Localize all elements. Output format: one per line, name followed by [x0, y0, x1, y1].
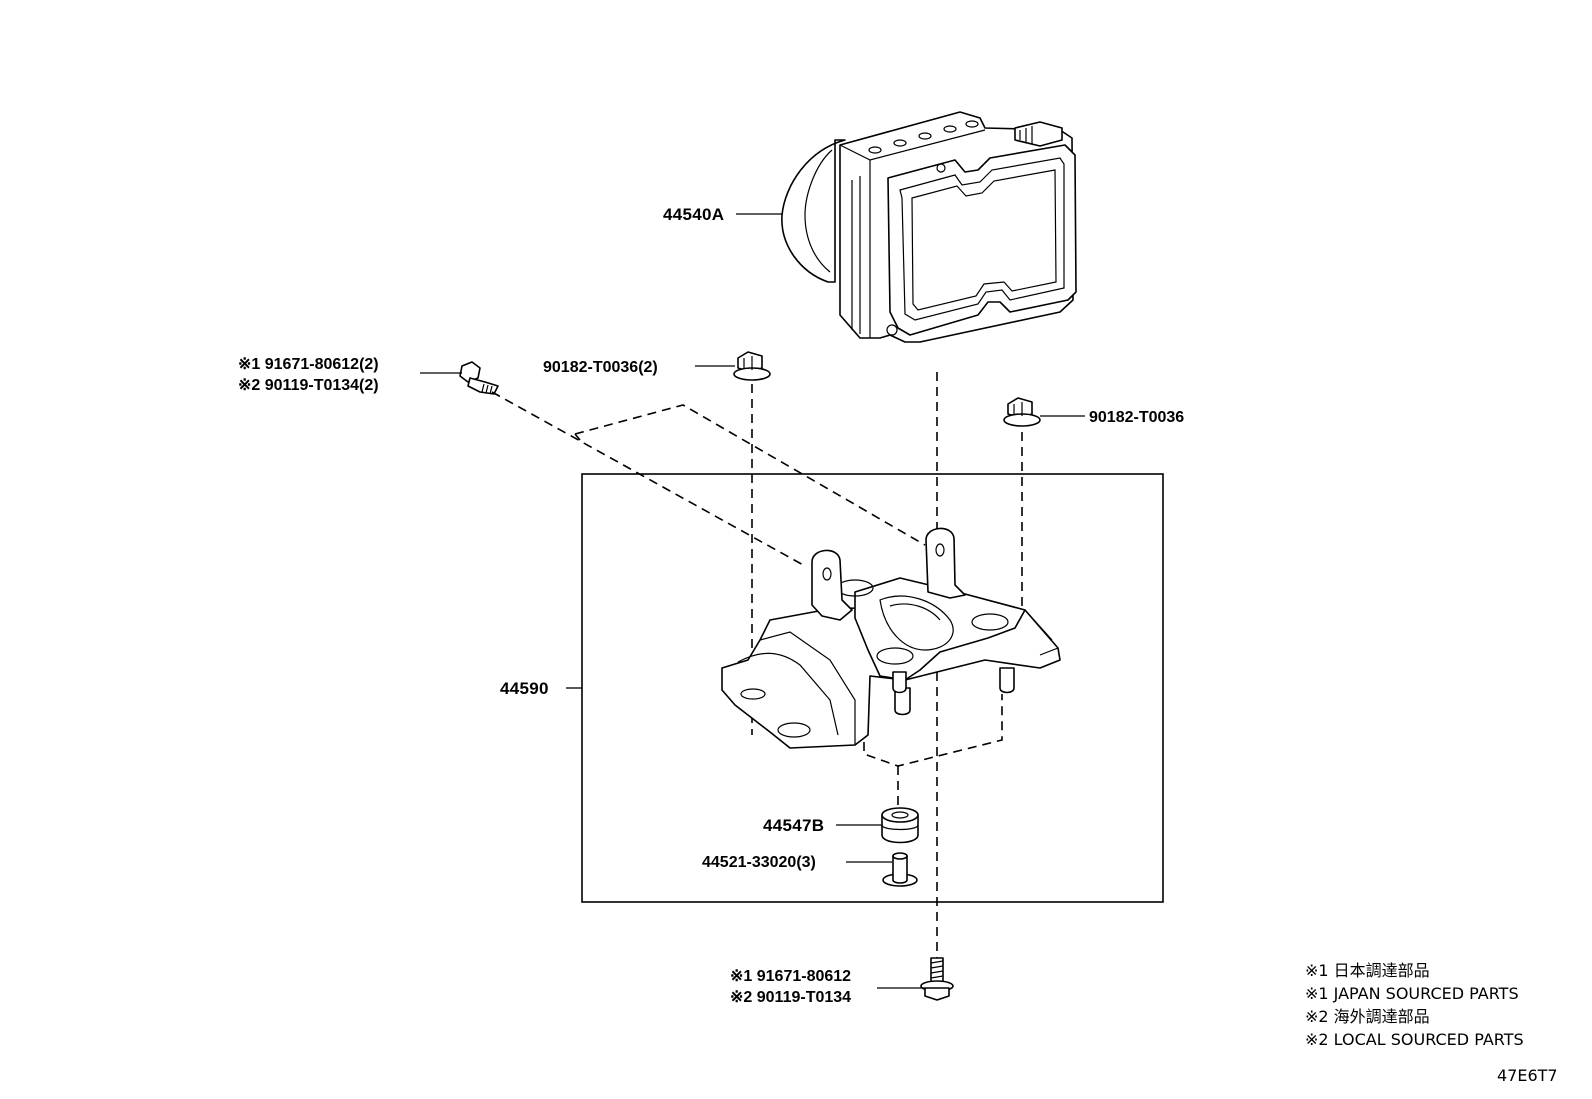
- figure-code: 47E6T7: [1497, 1066, 1558, 1085]
- flange-nut-right[interactable]: [1003, 397, 1041, 427]
- sourcing-notes: ※1 日本調達部品 ※1 JAPAN SOURCED PARTS ※2 海外調達…: [1305, 961, 1524, 1049]
- bracket-assembly-box: [581, 473, 1164, 903]
- bolt-top-label-2: ※2 90119-T0134(2): [238, 377, 379, 394]
- collar-label: 44521-33020(3): [702, 854, 816, 871]
- note-line: ※2 海外調達部品: [1305, 1007, 1430, 1026]
- flange-nut-left[interactable]: [733, 351, 771, 381]
- bolt-top-label-1: ※1 91671-80612(2): [238, 356, 379, 373]
- nut-right-label: 90182-T0036: [1089, 409, 1184, 426]
- cushion[interactable]: [881, 807, 919, 844]
- note-line: ※1 日本調達部品: [1305, 961, 1430, 980]
- abs-actuator[interactable]: [781, 111, 1077, 343]
- flange-bolt-bottom[interactable]: [920, 957, 954, 1001]
- abs-bracket[interactable]: [721, 527, 1061, 749]
- note-line: ※1 JAPAN SOURCED PARTS: [1305, 984, 1519, 1003]
- abs-actuator-label: 44540A: [663, 205, 724, 224]
- cushion-label: 44547B: [763, 816, 824, 835]
- bolt-bottom-label-2: ※2 90119-T0134: [730, 989, 851, 1006]
- note-line: ※2 LOCAL SOURCED PARTS: [1305, 1030, 1524, 1049]
- bracket-label: 44590: [500, 679, 549, 698]
- bolt-bottom-label-1: ※1 91671-80612: [730, 968, 851, 985]
- collar[interactable]: [882, 852, 918, 887]
- flange-bolt-top[interactable]: [459, 361, 499, 395]
- nut-left-label: 90182-T0036(2): [543, 359, 658, 376]
